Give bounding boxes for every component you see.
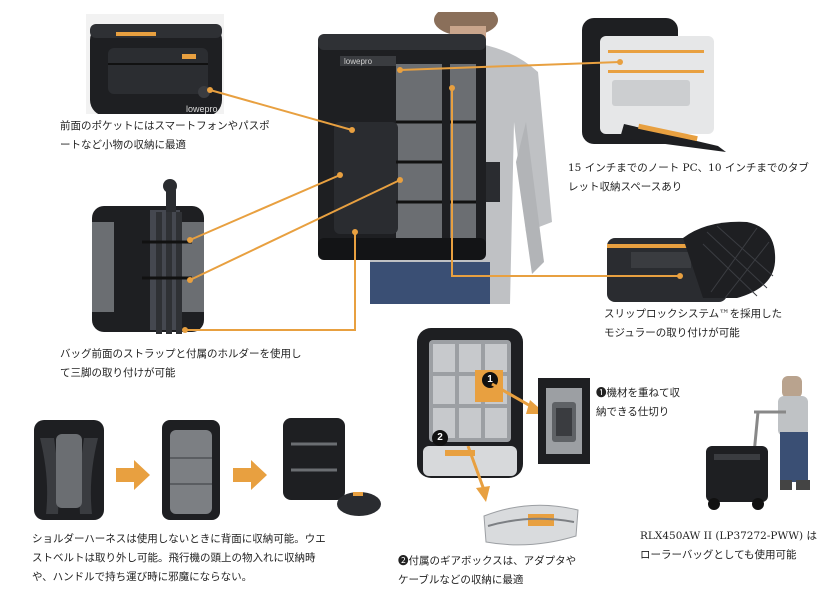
main-backpack-photo: lowepro <box>300 12 560 304</box>
harness-photo-2 <box>158 418 224 522</box>
harness-photo-1 <box>30 418 108 522</box>
harness-caption: ショルダーハーネスは使用しないときに背面に収納可能。ウエ ストベルトは取り外し可… <box>32 533 326 583</box>
arrow-right-icon <box>116 460 150 494</box>
arrow-down-icon <box>462 445 492 506</box>
roller-caption: RLX450AW II (LP37272-PWW) は ローラーバッグとしても使… <box>640 530 817 561</box>
front-pocket-photo: lowepro <box>86 14 224 114</box>
svg-text:lowepro: lowepro <box>344 57 373 66</box>
tripod-photo <box>82 178 212 338</box>
gear-box-caption: ❷付属のギアボックスは、アダプタや ケーブルなどの収納に最適 <box>398 555 577 586</box>
arrow-right-icon-2 <box>233 460 267 494</box>
gear-box-photo <box>478 496 582 550</box>
divider-closeup-photo <box>538 378 590 464</box>
front-pocket-caption: 前面のポケットにはスマートフォンやパスポ ートなど小物の収納に最適 <box>60 120 270 151</box>
roller-bag-photo <box>700 372 824 514</box>
tripod-caption: バッグ前面のストラップと付属のホルダーを使用し て三脚の取り付けが可能 <box>60 348 302 379</box>
laptop-compartment-photo <box>578 14 728 154</box>
harness-photo-3 <box>275 414 385 526</box>
slip-lock-photo <box>607 218 779 302</box>
dividers-caption: ❶機材を重ねて収 納できる仕切り <box>596 387 680 418</box>
slip-lock-caption: スリップロックシステム™を採用した モジュラーの取り付けが可能 <box>604 308 783 339</box>
laptop-caption: 15 インチまでのノート PC、10 インチまでのタブ レット収納スペースあり <box>568 162 809 193</box>
badge-two: 2 <box>432 430 448 446</box>
svg-text:lowepro: lowepro <box>186 104 218 114</box>
